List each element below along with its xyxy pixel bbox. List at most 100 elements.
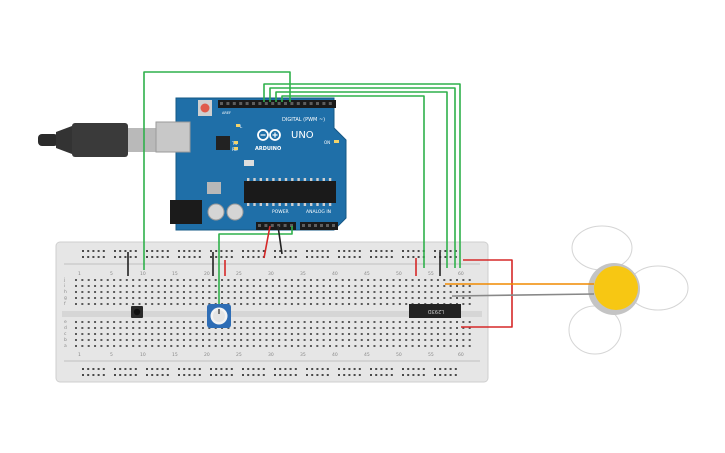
breadboard-hole[interactable] <box>75 291 77 293</box>
breadboard-hole[interactable] <box>367 339 370 341</box>
rail-hole[interactable] <box>247 256 250 258</box>
breadboard-hole[interactable] <box>411 321 414 323</box>
rail-hole[interactable] <box>215 368 218 370</box>
rail-hole[interactable] <box>326 250 329 252</box>
rail-hole[interactable] <box>402 250 404 252</box>
breadboard-hole[interactable] <box>348 279 351 281</box>
rail-hole[interactable] <box>370 368 372 370</box>
breadboard-hole[interactable] <box>271 297 274 299</box>
breadboard-hole[interactable] <box>405 345 408 347</box>
breadboard-hole[interactable] <box>176 345 179 347</box>
rail-hole[interactable] <box>375 250 378 252</box>
breadboard-hole[interactable] <box>316 345 319 347</box>
rail-hole[interactable] <box>402 256 404 258</box>
breadboard-hole[interactable] <box>462 339 465 341</box>
breadboard-hole[interactable] <box>329 333 331 335</box>
rail-hole[interactable] <box>97 256 100 258</box>
rail-hole[interactable] <box>161 368 164 370</box>
rail-hole[interactable] <box>124 374 127 376</box>
breadboard-hole[interactable] <box>462 327 465 329</box>
breadboard-hole[interactable] <box>75 327 77 329</box>
breadboard-hole[interactable] <box>208 339 211 341</box>
breadboard-hole[interactable] <box>240 285 243 287</box>
breadboard-hole[interactable] <box>341 339 344 341</box>
breadboard-hole[interactable] <box>132 297 135 299</box>
breadboard-hole[interactable] <box>322 327 325 329</box>
breadboard-hole[interactable] <box>373 291 376 293</box>
breadboard-hole[interactable] <box>360 327 363 329</box>
breadboard-hole[interactable] <box>240 321 243 323</box>
rail-hole[interactable] <box>193 256 196 258</box>
breadboard-hole[interactable] <box>392 291 395 293</box>
digital-pin[interactable] <box>258 102 262 105</box>
rail-hole[interactable] <box>119 368 122 370</box>
breadboard-hole[interactable] <box>430 285 433 287</box>
breadboard-hole[interactable] <box>278 321 281 323</box>
breadboard-hole[interactable] <box>233 297 236 299</box>
breadboard-hole[interactable] <box>189 291 192 293</box>
breadboard-hole[interactable] <box>417 321 420 323</box>
breadboard-hole[interactable] <box>208 297 211 299</box>
analog-pin[interactable] <box>320 224 323 227</box>
breadboard-hole[interactable] <box>360 297 363 299</box>
breadboard-hole[interactable] <box>360 339 363 341</box>
breadboard-hole[interactable] <box>265 303 268 305</box>
breadboard-hole[interactable] <box>386 345 389 347</box>
rail-hole[interactable] <box>262 250 265 252</box>
analog-pin[interactable] <box>308 224 311 227</box>
rail-hole[interactable] <box>193 250 196 252</box>
breadboard-hole[interactable] <box>354 327 357 329</box>
breadboard-hole[interactable] <box>252 321 255 323</box>
breadboard-hole[interactable] <box>462 285 465 287</box>
breadboard-hole[interactable] <box>411 291 414 293</box>
breadboard-hole[interactable] <box>373 297 376 299</box>
rail-hole[interactable] <box>412 368 415 370</box>
breadboard-hole[interactable] <box>424 279 427 281</box>
digital-pin[interactable] <box>309 102 313 105</box>
breadboard-hole[interactable] <box>379 327 382 329</box>
power-jack[interactable] <box>170 200 202 224</box>
rail-hole[interactable] <box>230 368 233 370</box>
chip-pin[interactable] <box>265 203 269 206</box>
breadboard-hole[interactable] <box>386 279 389 281</box>
rail-hole[interactable] <box>289 256 292 258</box>
rail-hole[interactable] <box>407 374 410 376</box>
chip-pin[interactable] <box>253 203 256 206</box>
rail-hole[interactable] <box>353 368 356 370</box>
rail-hole[interactable] <box>247 374 250 376</box>
breadboard-hole[interactable] <box>284 303 287 305</box>
dc-motor-icon[interactable] <box>568 225 689 355</box>
breadboard-hole[interactable] <box>87 279 90 281</box>
breadboard-hole[interactable] <box>132 345 135 347</box>
breadboard-hole[interactable] <box>329 291 331 293</box>
breadboard-hole[interactable] <box>246 327 249 329</box>
breadboard-hole[interactable] <box>221 339 224 341</box>
breadboard-hole[interactable] <box>430 321 433 323</box>
breadboard-hole[interactable] <box>367 321 370 323</box>
breadboard-hole[interactable] <box>443 333 446 335</box>
rail-hole[interactable] <box>97 250 100 252</box>
breadboard-hole[interactable] <box>189 345 192 347</box>
breadboard-hole[interactable] <box>221 291 224 293</box>
breadboard-hole[interactable] <box>119 339 122 341</box>
breadboard-hole[interactable] <box>348 327 351 329</box>
breadboard-hole[interactable] <box>182 291 185 293</box>
breadboard-hole[interactable] <box>271 279 274 281</box>
chip-pin[interactable] <box>247 178 250 181</box>
rail-hole[interactable] <box>316 250 319 252</box>
digital-pin[interactable] <box>290 102 294 105</box>
wire-green[interactable] <box>281 95 425 268</box>
breadboard-hole[interactable] <box>354 279 357 281</box>
breadboard-hole[interactable] <box>221 285 224 287</box>
breadboard-hole[interactable] <box>335 303 338 305</box>
rail-hole[interactable] <box>444 374 447 376</box>
breadboard-hole[interactable] <box>100 291 103 293</box>
rail-hole[interactable] <box>102 256 105 258</box>
breadboard-hole[interactable] <box>138 327 141 329</box>
chip-pin[interactable] <box>265 178 269 181</box>
breadboard-hole[interactable] <box>297 291 300 293</box>
breadboard-hole[interactable] <box>303 285 306 287</box>
breadboard-hole[interactable] <box>329 327 331 329</box>
breadboard-hole[interactable] <box>398 339 401 341</box>
rail-hole[interactable] <box>294 374 297 376</box>
